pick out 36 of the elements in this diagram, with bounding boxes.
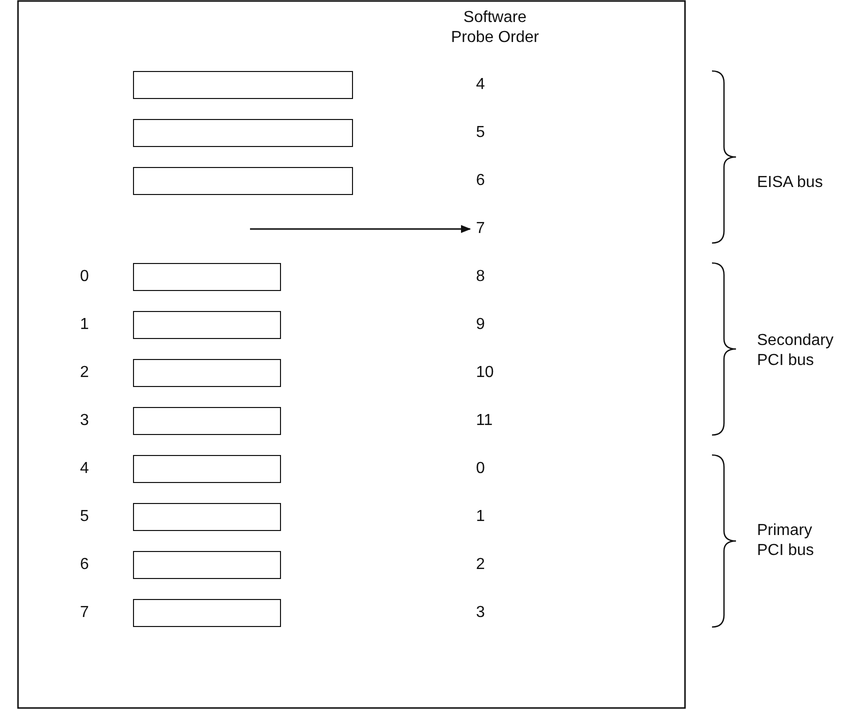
card-slot	[133, 503, 281, 531]
probe-order-number: 1	[476, 507, 485, 527]
bus-label: EISA bus	[757, 173, 823, 193]
slot-number: 5	[80, 507, 89, 527]
probe-order-number: 11	[476, 411, 493, 431]
card-slot	[133, 455, 281, 483]
probe-order-number: 0	[476, 459, 485, 479]
slot-number: 0	[80, 267, 89, 287]
probe-order-number: 8	[476, 267, 485, 287]
card-slot	[133, 119, 353, 147]
card-slot	[133, 407, 281, 435]
card-slot	[133, 359, 281, 387]
slot-number: 2	[80, 363, 89, 383]
bus-label: Secondary PCI bus	[757, 331, 834, 371]
probe-order-number: 5	[476, 123, 485, 143]
slot-number: 4	[80, 459, 89, 479]
column-heading: Software Probe Order	[450, 8, 540, 48]
card-slot	[133, 551, 281, 579]
probe-order-number: 10	[476, 363, 494, 383]
slot-number: 1	[80, 315, 89, 335]
probe-order-number: 6	[476, 171, 485, 191]
card-slot	[133, 311, 281, 339]
slot-number: 6	[80, 555, 89, 575]
slot-number: 7	[80, 603, 89, 623]
slot-number: 3	[80, 411, 89, 431]
card-slot	[133, 71, 353, 99]
arrow	[250, 225, 471, 233]
probe-order-number: 3	[476, 603, 485, 623]
probe-order-number: 9	[476, 315, 485, 335]
probe-order-number: 4	[476, 75, 485, 95]
probe-order-number: 7	[476, 219, 485, 239]
card-slot	[133, 263, 281, 291]
card-slot	[133, 167, 353, 195]
bus-label: Primary PCI bus	[757, 521, 815, 561]
probe-order-number: 2	[476, 555, 485, 575]
card-slot	[133, 599, 281, 627]
